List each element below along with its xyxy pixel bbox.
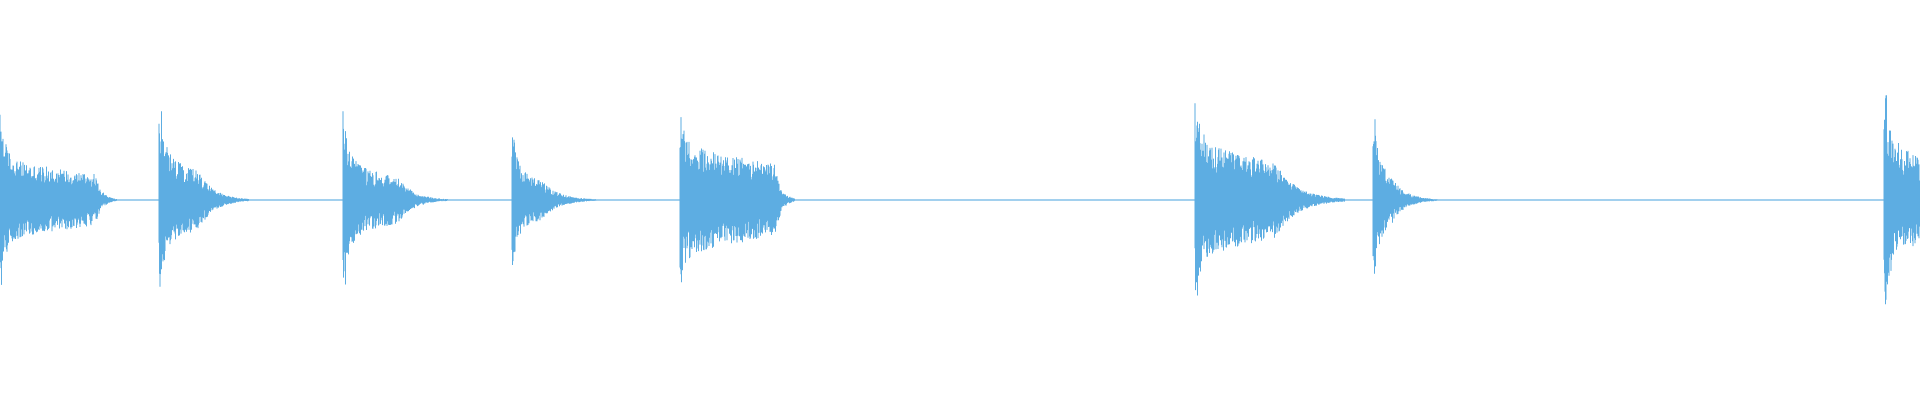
waveform-path xyxy=(0,95,1920,305)
